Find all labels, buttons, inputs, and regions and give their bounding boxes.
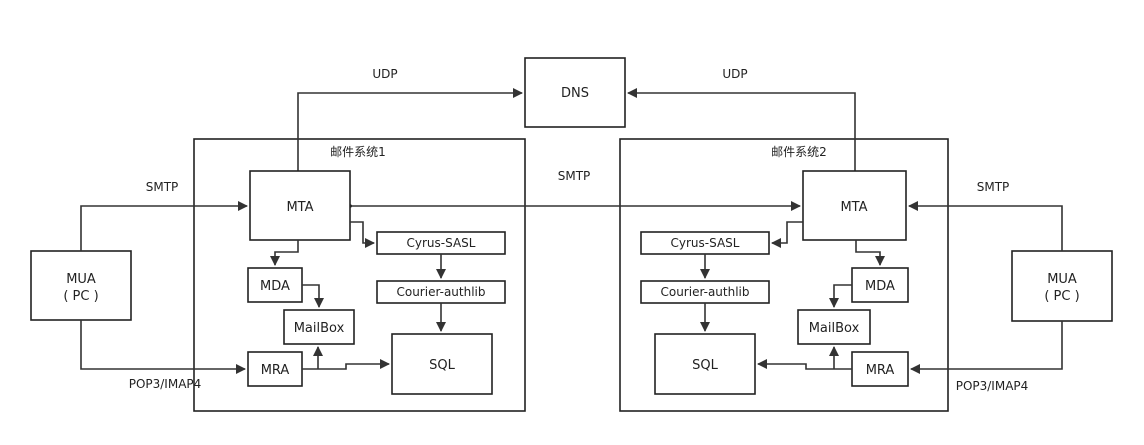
mua-right-label: MUA	[1047, 272, 1077, 287]
mua-right-smtp-link	[908, 201, 1063, 251]
system1-mailbox-label: MailBox	[294, 321, 345, 336]
system2-mda-to-mailbox	[829, 284, 852, 308]
system1-mda-label: MDA	[260, 279, 290, 294]
system1-courier-label: Courier-authlib	[396, 285, 485, 299]
system1-cyrus-label: Cyrus-SASL	[407, 236, 476, 250]
mua-left-smtp-label: SMTP	[146, 180, 179, 194]
system2-mda	[851, 267, 909, 303]
udp-label-right: UDP	[722, 67, 747, 81]
mua-left-smtp-link	[80, 201, 248, 251]
mua-right-sub: ( PC )	[1044, 289, 1079, 304]
dns-node	[524, 57, 626, 128]
udp-label-left: UDP	[372, 67, 397, 81]
system2-title: 邮件系统2	[771, 145, 827, 159]
mua-right-pop-link	[910, 321, 1063, 374]
system1-title: 邮件系统1	[330, 145, 386, 159]
system2-container	[619, 138, 949, 412]
mua-left-label: MUA	[66, 272, 96, 287]
system2-sql	[654, 333, 756, 395]
smtp-label-center: SMTP	[558, 169, 591, 183]
udp-link-left	[297, 88, 523, 171]
system2-mailbox	[797, 309, 871, 345]
mua-left-sub: ( PC )	[63, 289, 98, 304]
system1-mda	[247, 267, 303, 303]
udp-link-right	[627, 88, 856, 171]
system1-mra-label: MRA	[261, 363, 290, 378]
system2-mta-to-cyrus	[771, 221, 803, 248]
system2-mda-label: MDA	[865, 279, 895, 294]
system1-mda-to-mailbox	[302, 284, 324, 308]
mua-left-pop-link	[80, 320, 246, 374]
mua-left	[30, 250, 132, 321]
system1-mta-to-mda	[270, 240, 299, 266]
system2-mta-to-mda	[855, 240, 885, 266]
system1-mra-to-sql	[302, 359, 390, 370]
system1-mta-to-cyrus	[350, 221, 375, 248]
system2-mailbox-label: MailBox	[809, 321, 860, 336]
system2-mra	[851, 351, 909, 387]
system1-sql	[391, 333, 493, 395]
system2-mta	[802, 170, 907, 241]
system2-mra-to-sql	[757, 359, 852, 370]
system1-mta	[249, 170, 351, 241]
system2-courier-label: Courier-authlib	[660, 285, 749, 299]
mua-right-smtp-label: SMTP	[977, 180, 1010, 194]
system2-cyrus-label: Cyrus-SASL	[671, 236, 740, 250]
dns-label: DNS	[561, 86, 589, 101]
system1-mta-label: MTA	[286, 200, 313, 215]
system1-sql-label: SQL	[429, 358, 455, 373]
system1-mailbox	[283, 309, 355, 345]
system2-mra-label: MRA	[866, 363, 895, 378]
mua-right	[1011, 250, 1113, 322]
mua-right-pop-label: POP3/IMAP4	[956, 379, 1029, 393]
mua-left-pop-label: POP3/IMAP4	[129, 377, 202, 391]
system2-sql-label: SQL	[692, 358, 718, 373]
system2-mta-label: MTA	[840, 200, 867, 215]
system1-container	[193, 138, 526, 412]
